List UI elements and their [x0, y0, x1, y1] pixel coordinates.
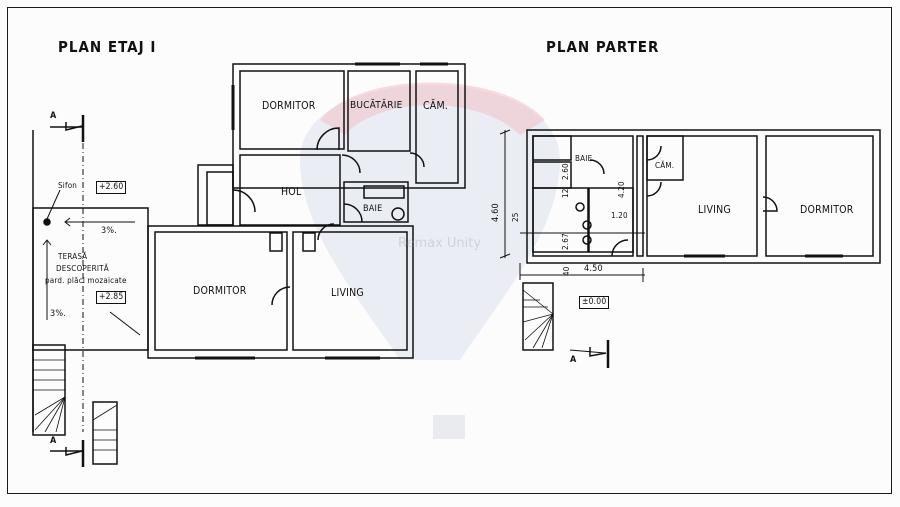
section-mark-bottom: A — [50, 436, 57, 446]
terrace-label-line1: TERASĂ — [58, 252, 88, 261]
terrace-label-line2: DESCOPERITĂ — [56, 264, 109, 273]
room-label-hol: HOL — [281, 186, 302, 198]
slope-horizontal: 3%. — [101, 226, 118, 236]
ground-floor-title: PLAN PARTER — [546, 38, 660, 56]
dimension-450: 4.50 — [584, 264, 603, 274]
dimension-420: 4.20 — [617, 181, 626, 198]
upper-floor-title: PLAN ETAJ I — [58, 38, 157, 56]
terrace-label-line3: pard. plăci mozaicate — [45, 276, 127, 285]
room-label-dormitor-bottom: DORMITOR — [193, 285, 247, 297]
room-label-camara: CĂM. — [423, 100, 449, 112]
room-label-camara-ground: CĂM. — [655, 161, 675, 170]
room-label-living-upper: LIVING — [331, 287, 364, 299]
dimension-40: 40 — [562, 266, 571, 276]
dimension-260: 2.60 — [561, 163, 570, 180]
dimension-267: 2.67 — [561, 233, 570, 250]
room-label-baie-upper: BAIE — [363, 204, 383, 214]
room-label-baie-ground: BAIE — [575, 154, 593, 163]
level-tag-top: +2.60 — [96, 181, 127, 194]
room-label-living-ground: LIVING — [698, 204, 731, 216]
level-tag-ground: ±0.00 — [579, 296, 610, 309]
dimension-460: 4.60 — [491, 203, 501, 222]
section-mark-ground: A — [570, 355, 577, 365]
watermark-text: Remax Unity — [398, 236, 482, 251]
dimension-12: 12 — [561, 188, 570, 198]
section-mark-top: A — [50, 111, 57, 121]
dimension-120: 1.20 — [611, 211, 628, 220]
dimension-25: 25 — [511, 212, 520, 222]
level-tag-bottom: +2.85 — [96, 291, 127, 304]
room-label-dormitor-ground: DORMITOR — [800, 204, 854, 216]
drawing-frame — [7, 7, 892, 494]
slope-vertical: 3%. — [50, 309, 67, 319]
drain-label: Sifon — [58, 181, 78, 190]
room-label-bucatarie: BUCĂTĂRIE — [350, 100, 403, 111]
room-label-dormitor-top: DORMITOR — [262, 100, 316, 112]
